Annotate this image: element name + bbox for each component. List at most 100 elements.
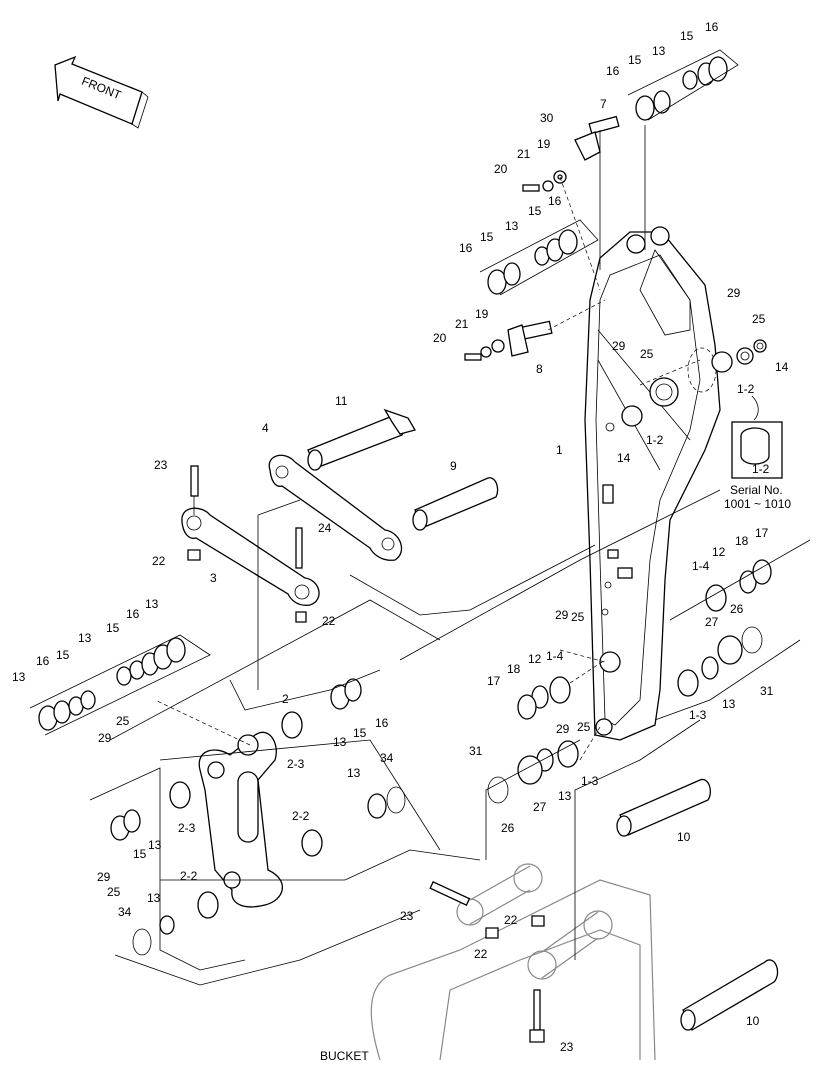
pin-8-assembly xyxy=(464,299,606,361)
inset-bushing xyxy=(731,395,783,479)
bucket xyxy=(370,863,656,1061)
label-13: 13 xyxy=(333,735,347,749)
label-26: 26 xyxy=(730,602,744,616)
label-22: 22 xyxy=(474,947,488,961)
label-25: 25 xyxy=(577,720,591,734)
label-15: 15 xyxy=(106,621,120,635)
leader-lines xyxy=(89,125,811,986)
label-16: 16 xyxy=(606,64,620,78)
label-1-2: 1-2 xyxy=(646,433,664,447)
label-21: 21 xyxy=(517,147,531,161)
label-13: 13 xyxy=(148,838,162,852)
label-16: 16 xyxy=(36,654,50,668)
label-31: 31 xyxy=(469,744,483,758)
label-22: 22 xyxy=(152,554,166,568)
link-2 xyxy=(198,731,284,908)
label-2-3: 2-3 xyxy=(178,821,196,835)
pin-10-lower xyxy=(680,959,779,1031)
label-20: 20 xyxy=(494,162,508,176)
label-15: 15 xyxy=(680,29,694,43)
shim-stack-mid xyxy=(479,219,599,296)
label-14: 14 xyxy=(775,360,789,374)
label-24: 24 xyxy=(318,521,332,535)
label-7: 7 xyxy=(600,97,607,111)
label-15: 15 xyxy=(353,726,367,740)
label-17: 17 xyxy=(755,526,769,540)
label-29: 29 xyxy=(555,608,569,622)
label-21: 21 xyxy=(455,317,469,331)
pin-10-upper xyxy=(616,778,711,837)
label-20: 20 xyxy=(433,331,447,345)
label-2: 2 xyxy=(282,692,289,706)
pin-7-assembly xyxy=(522,115,620,291)
label-16: 16 xyxy=(548,194,562,208)
label-10: 10 xyxy=(677,830,691,844)
label-1-3: 1-3 xyxy=(689,708,707,722)
shim-stack-top xyxy=(627,49,739,121)
shim-stack-left xyxy=(29,634,211,736)
label-1-3: 1-3 xyxy=(581,774,599,788)
label-19: 19 xyxy=(475,307,489,321)
serial-line2: 1001 ~ 1010 xyxy=(724,497,791,511)
label-26: 26 xyxy=(501,821,515,835)
label-16: 16 xyxy=(375,716,389,730)
label-12: 12 xyxy=(712,545,726,559)
label-23: 23 xyxy=(154,458,168,472)
label-19: 19 xyxy=(537,137,551,151)
bucket-label: BUCKET xyxy=(320,1049,369,1063)
label-2-2: 2-2 xyxy=(292,809,310,823)
label-29: 29 xyxy=(556,722,570,736)
label-16: 16 xyxy=(126,607,140,621)
label-13: 13 xyxy=(722,697,736,711)
label-29: 29 xyxy=(97,870,111,884)
label-17: 17 xyxy=(487,674,501,688)
front-arrow: FRONT xyxy=(54,55,149,129)
label-10: 10 xyxy=(746,1014,760,1028)
label-15: 15 xyxy=(56,648,70,662)
label-18: 18 xyxy=(507,662,521,676)
label-8: 8 xyxy=(536,362,543,376)
label-1-4: 1-4 xyxy=(692,559,710,573)
label-29: 29 xyxy=(98,731,112,745)
label-1-4: 1-4 xyxy=(546,649,564,663)
label-1-2: 1-2 xyxy=(752,462,770,476)
label-25: 25 xyxy=(752,312,766,326)
label-13: 13 xyxy=(347,766,361,780)
label-34: 34 xyxy=(118,905,132,919)
arm-body xyxy=(584,226,767,741)
pin-9 xyxy=(412,477,499,531)
label-1-2: 1-2 xyxy=(737,382,755,396)
label-13: 13 xyxy=(147,891,161,905)
label-23: 23 xyxy=(560,1040,574,1054)
label-13: 13 xyxy=(145,597,159,611)
label-25: 25 xyxy=(571,610,585,624)
label-2-3: 2-3 xyxy=(287,757,305,771)
label-23: 23 xyxy=(400,909,414,923)
label-15: 15 xyxy=(528,204,542,218)
label-3: 3 xyxy=(210,571,217,585)
label-13: 13 xyxy=(505,219,519,233)
label-29: 29 xyxy=(727,286,741,300)
label-29: 29 xyxy=(612,339,626,353)
label-13: 13 xyxy=(12,670,26,684)
label-31: 31 xyxy=(760,684,774,698)
serial-line1: Serial No. xyxy=(730,483,783,497)
label-25: 25 xyxy=(107,885,121,899)
label-22: 22 xyxy=(322,614,336,628)
label-15: 15 xyxy=(133,847,147,861)
label-12: 12 xyxy=(528,652,542,666)
label-16: 16 xyxy=(459,241,473,255)
label-22: 22 xyxy=(504,913,518,927)
label-14: 14 xyxy=(617,451,631,465)
label-27: 27 xyxy=(705,615,719,629)
label-13: 13 xyxy=(558,789,572,803)
link-3 xyxy=(181,465,320,623)
label-16: 16 xyxy=(705,20,719,34)
label-11: 11 xyxy=(335,394,348,408)
label-2-2: 2-2 xyxy=(180,869,198,883)
label-13: 13 xyxy=(652,44,666,58)
label-4: 4 xyxy=(262,421,269,435)
link-4 xyxy=(268,454,403,561)
pin-11 xyxy=(307,408,416,471)
